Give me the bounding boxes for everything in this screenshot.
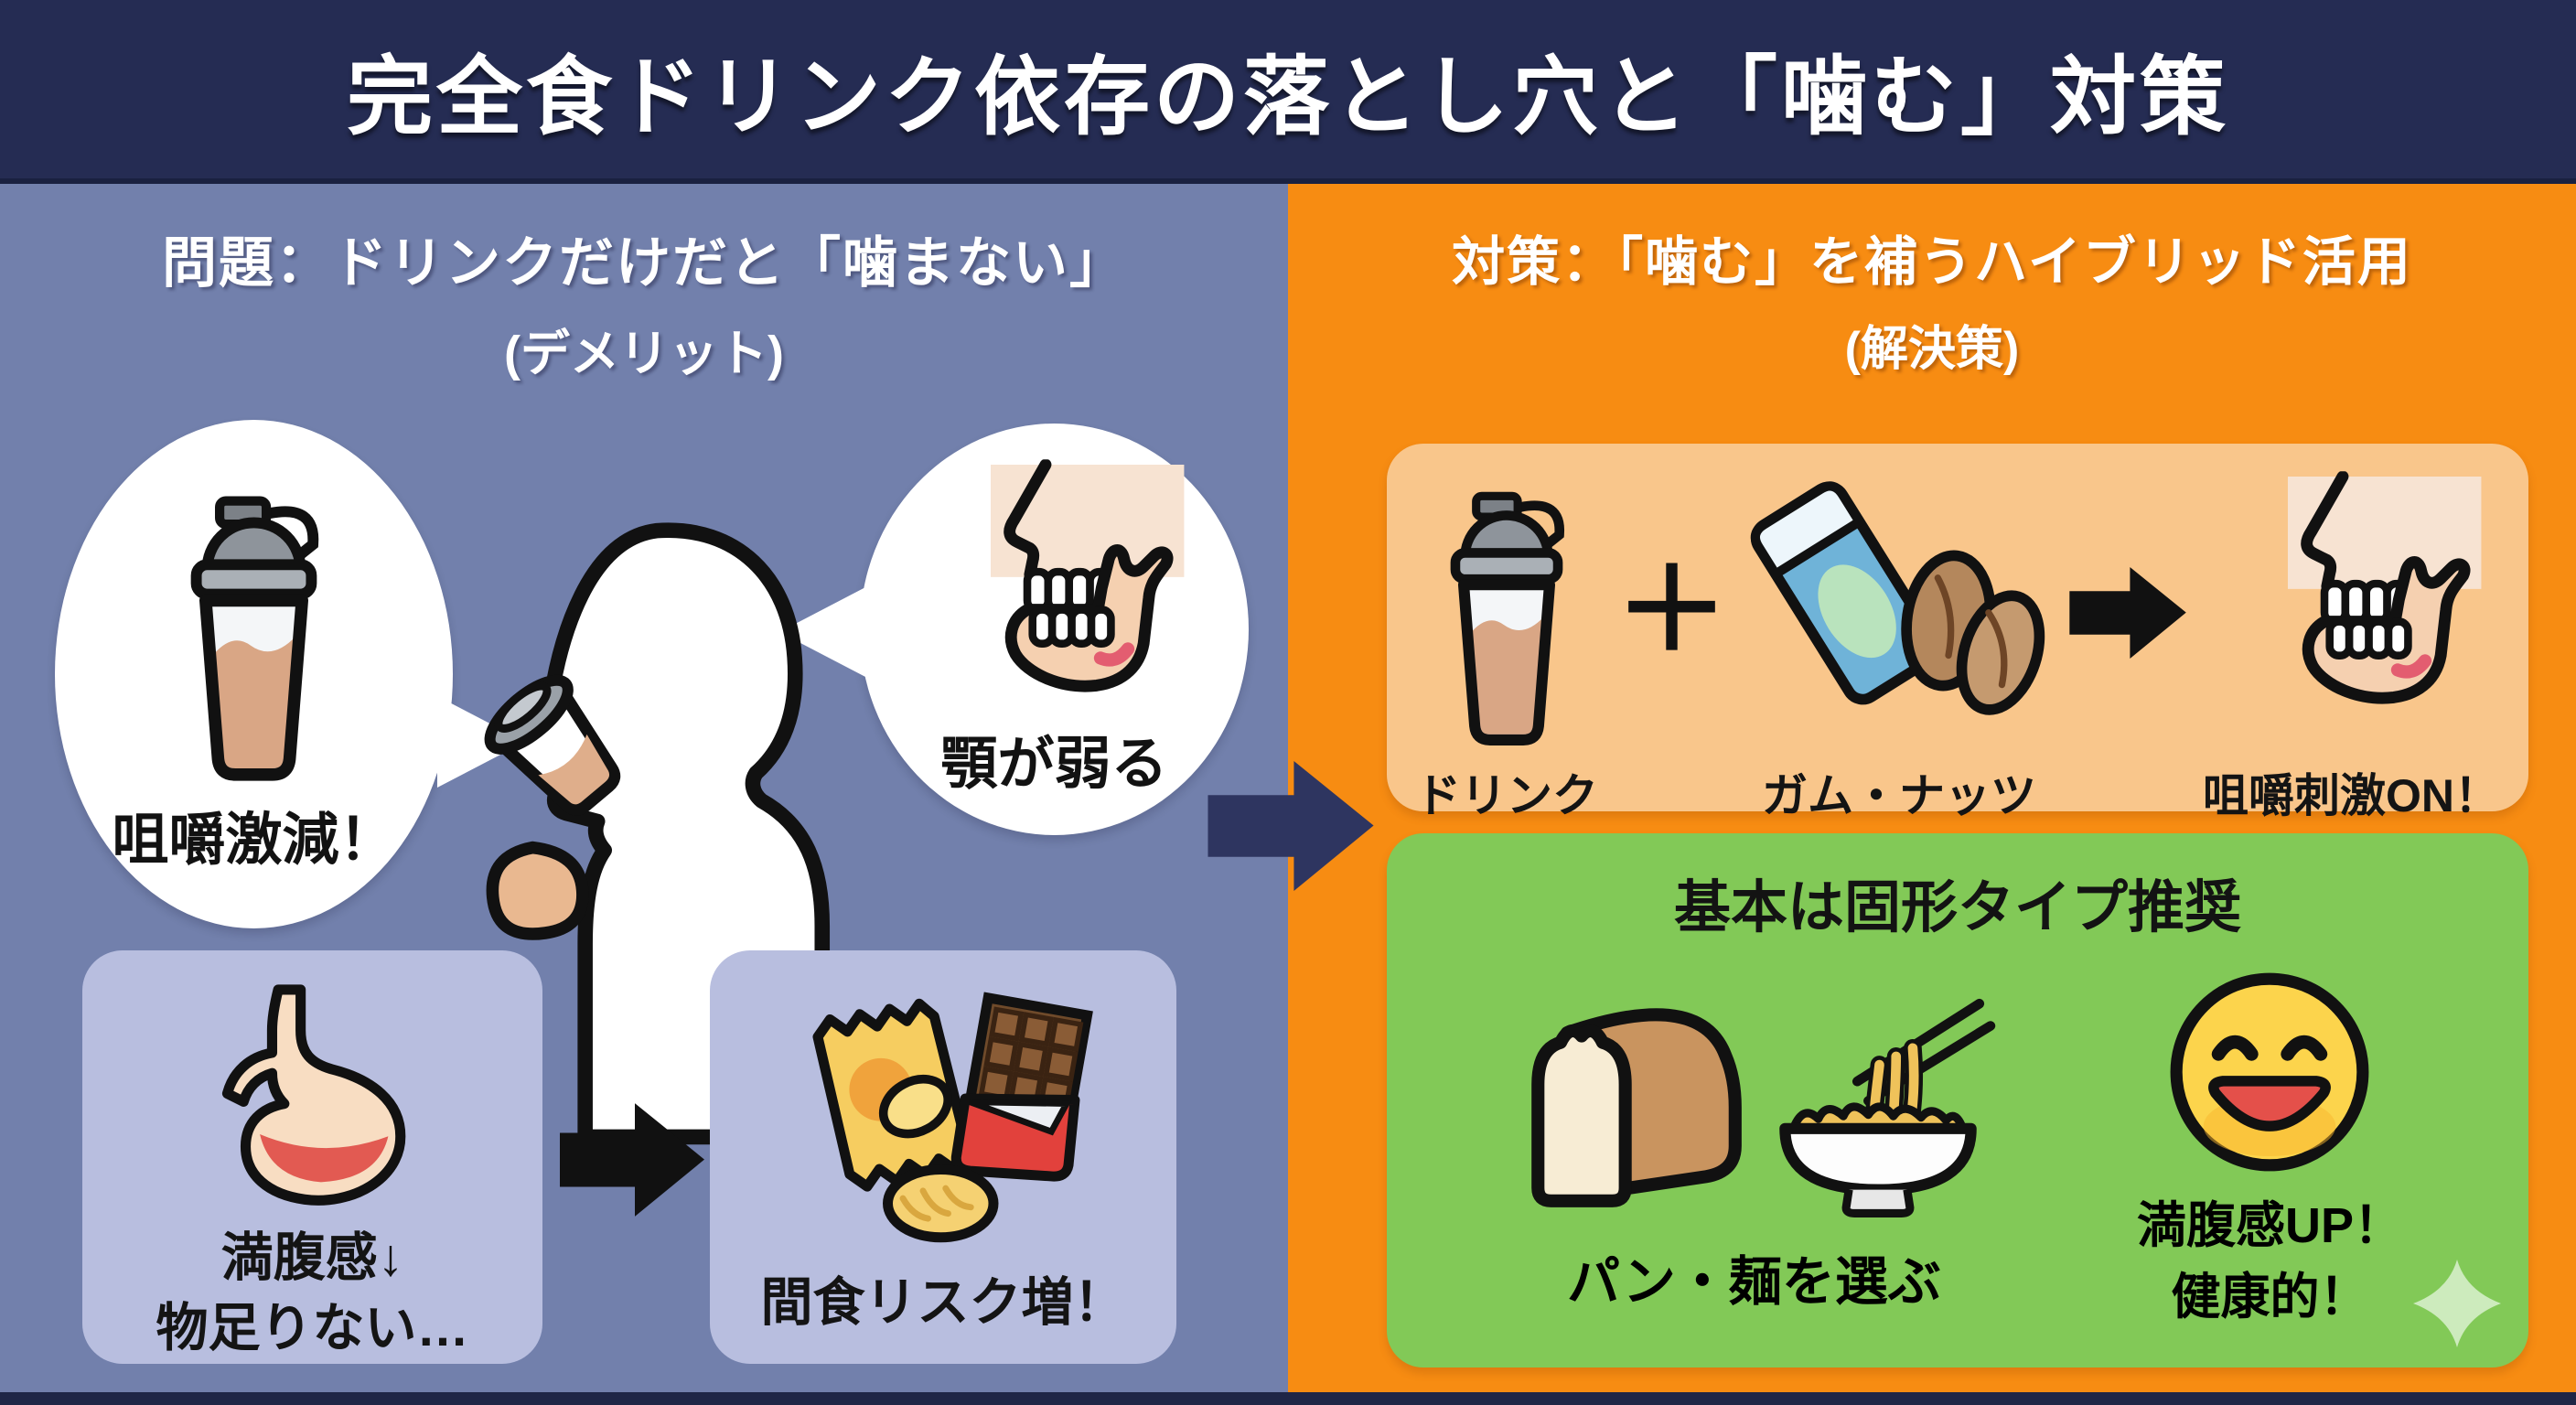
chew-on-cell: 咀嚼刺激ON！ <box>2203 471 2500 825</box>
smiley-label-line1: 満腹感UP！ <box>2136 1198 2403 1253</box>
low-satiety-box: 満腹感↓ 物足りない… <box>82 950 542 1364</box>
bread-icon <box>1512 978 1755 1220</box>
chew-reduction-bubble: 咀嚼激減！ <box>55 420 453 928</box>
low-satiety-line1: 満腹感↓ <box>220 1228 404 1288</box>
stomach-icon <box>190 981 435 1216</box>
title-bar: 完全食ドリンク依存の落とし穴と「噛む」対策 <box>0 0 2576 184</box>
bottom-border-strip <box>0 1392 2576 1405</box>
jaw-icon <box>2215 471 2489 720</box>
snack-flow-arrow-icon <box>560 1103 704 1217</box>
drink-cell: ドリンク <box>1415 471 1598 825</box>
sparkle-icon <box>2413 1260 2501 1347</box>
snack-risk-box: 間食リスク増！ <box>710 950 1176 1364</box>
solid-row: パン・麺を選ぶ 満腹感UP！ 健康的！ <box>1387 943 2528 1334</box>
shaker-icon <box>160 473 348 784</box>
bread-noodle-cell: パン・麺を選ぶ <box>1512 978 1996 1315</box>
bread-noodle-icons <box>1512 978 1996 1220</box>
smiley-label-line2: 健康的！ <box>2171 1270 2369 1325</box>
problem-to-solution-arrow-icon <box>1208 761 1374 891</box>
weak-jaw-label: 顎が弱る <box>940 733 1168 796</box>
plus-icon: ＋ <box>1615 547 1729 674</box>
gum-nuts-label: ガム・ナッツ <box>1762 770 2036 821</box>
weak-jaw-bubble: 顎が弱る <box>860 424 1249 835</box>
smiley-cell: 満腹感UP！ 健康的！ <box>2137 967 2403 1334</box>
page-title: 完全食ドリンク依存の落とし穴と「噛む」対策 <box>346 48 2229 145</box>
solid-type-title: 基本は固形タイプ推奨 <box>1673 876 2241 939</box>
bread-noodle-label: パン・麺を選ぶ <box>1567 1252 1941 1312</box>
solution-heading-line1: 対策：「噛む」を補うハイブリッド活用 <box>1452 232 2412 292</box>
chew-on-label: 咀嚼刺激ON！ <box>2203 770 2500 821</box>
problem-heading-line1: 問題：ドリンクだけだと「噛まない」 <box>162 232 1126 294</box>
drink-label: ドリンク <box>1415 770 1598 821</box>
solution-heading-line2: (解決策) <box>1844 323 2020 376</box>
hybrid-card: ドリンク ＋ ガム・ナッツ 咀嚼刺激ON！ <box>1387 444 2528 821</box>
hybrid-result-arrow-icon <box>2069 567 2186 659</box>
problem-heading-line2: (デメリット) <box>504 327 784 381</box>
hybrid-row: ドリンク ＋ ガム・ナッツ 咀嚼刺激ON！ <box>1387 444 2528 825</box>
snacks-icon <box>792 987 1094 1251</box>
chew-reduction-label: 咀嚼激減！ <box>112 809 396 872</box>
snack-risk-label: 間食リスク増！ <box>760 1273 1126 1332</box>
solution-panel: 対策：「噛む」を補うハイブリッド活用 (解決策) ドリンク ＋ ガム・ナッツ 咀… <box>1288 184 2576 1405</box>
problem-heading: 問題：ドリンクだけだと「噛まない」 (デメリット) <box>0 219 1288 385</box>
ramen-icon <box>1760 984 1996 1220</box>
low-satiety-line2: 物足りない… <box>156 1299 469 1358</box>
smiley-icon <box>2164 967 2375 1177</box>
gum-nuts-icon <box>1745 471 2053 738</box>
shaker-icon <box>1423 471 1590 748</box>
solid-type-card: 基本は固形タイプ推奨 パン・麺を選ぶ 満腹感UP！ 健康的！ <box>1387 833 2528 1367</box>
problem-panel: 問題：ドリンクだけだと「噛まない」 (デメリット) 咀嚼激減！ 顎が弱る 満腹感… <box>0 184 1288 1405</box>
jaw-icon <box>918 459 1192 708</box>
gum-nuts-cell: ガム・ナッツ <box>1745 471 2053 825</box>
solution-heading: 対策：「噛む」を補うハイブリッド活用 (解決策) <box>1288 219 2576 379</box>
